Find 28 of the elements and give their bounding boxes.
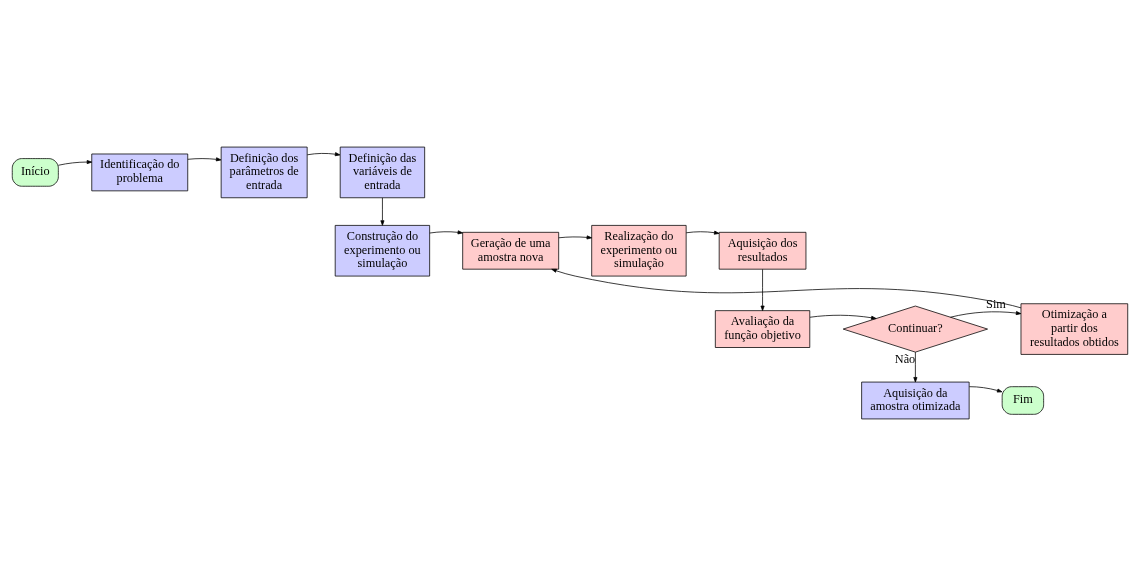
arrow xyxy=(187,157,222,162)
node-box: Aquisição dos resultados xyxy=(718,231,807,270)
node-box: Aquisição da amostra otimizada xyxy=(861,381,970,420)
node-diamond: Continuar? xyxy=(842,305,988,353)
edge-label: Não xyxy=(894,352,916,367)
arrow xyxy=(57,160,93,166)
node-box: Construção do experimento ou simulação xyxy=(334,225,431,277)
node-box: Realização do experimento ou simulação xyxy=(591,225,687,277)
arrow xyxy=(950,311,1022,318)
node-box: Identificação do problema xyxy=(91,153,189,192)
node-box: Otimização a partir dos resultados obtidos xyxy=(1020,303,1129,355)
node-box: Geração de uma amostra nova xyxy=(462,231,560,270)
arrow xyxy=(968,386,1003,393)
arrow xyxy=(913,351,918,383)
arrow xyxy=(760,268,765,311)
node-box: Fim xyxy=(1001,386,1045,415)
arrow xyxy=(429,230,464,235)
edge-label: Sim xyxy=(986,297,1006,312)
arrow xyxy=(809,314,877,320)
arrow xyxy=(551,268,1022,309)
node-box: Avaliação da função objetivo xyxy=(714,310,811,348)
arrow xyxy=(306,152,341,157)
node-box: Início xyxy=(11,158,59,187)
node-box: Definição das variáveis de entrada xyxy=(339,146,426,199)
node-box: Definição dos parâmetros de entrada xyxy=(220,146,308,199)
arrow xyxy=(685,230,720,235)
arrow xyxy=(380,197,385,226)
arrow xyxy=(558,235,593,240)
